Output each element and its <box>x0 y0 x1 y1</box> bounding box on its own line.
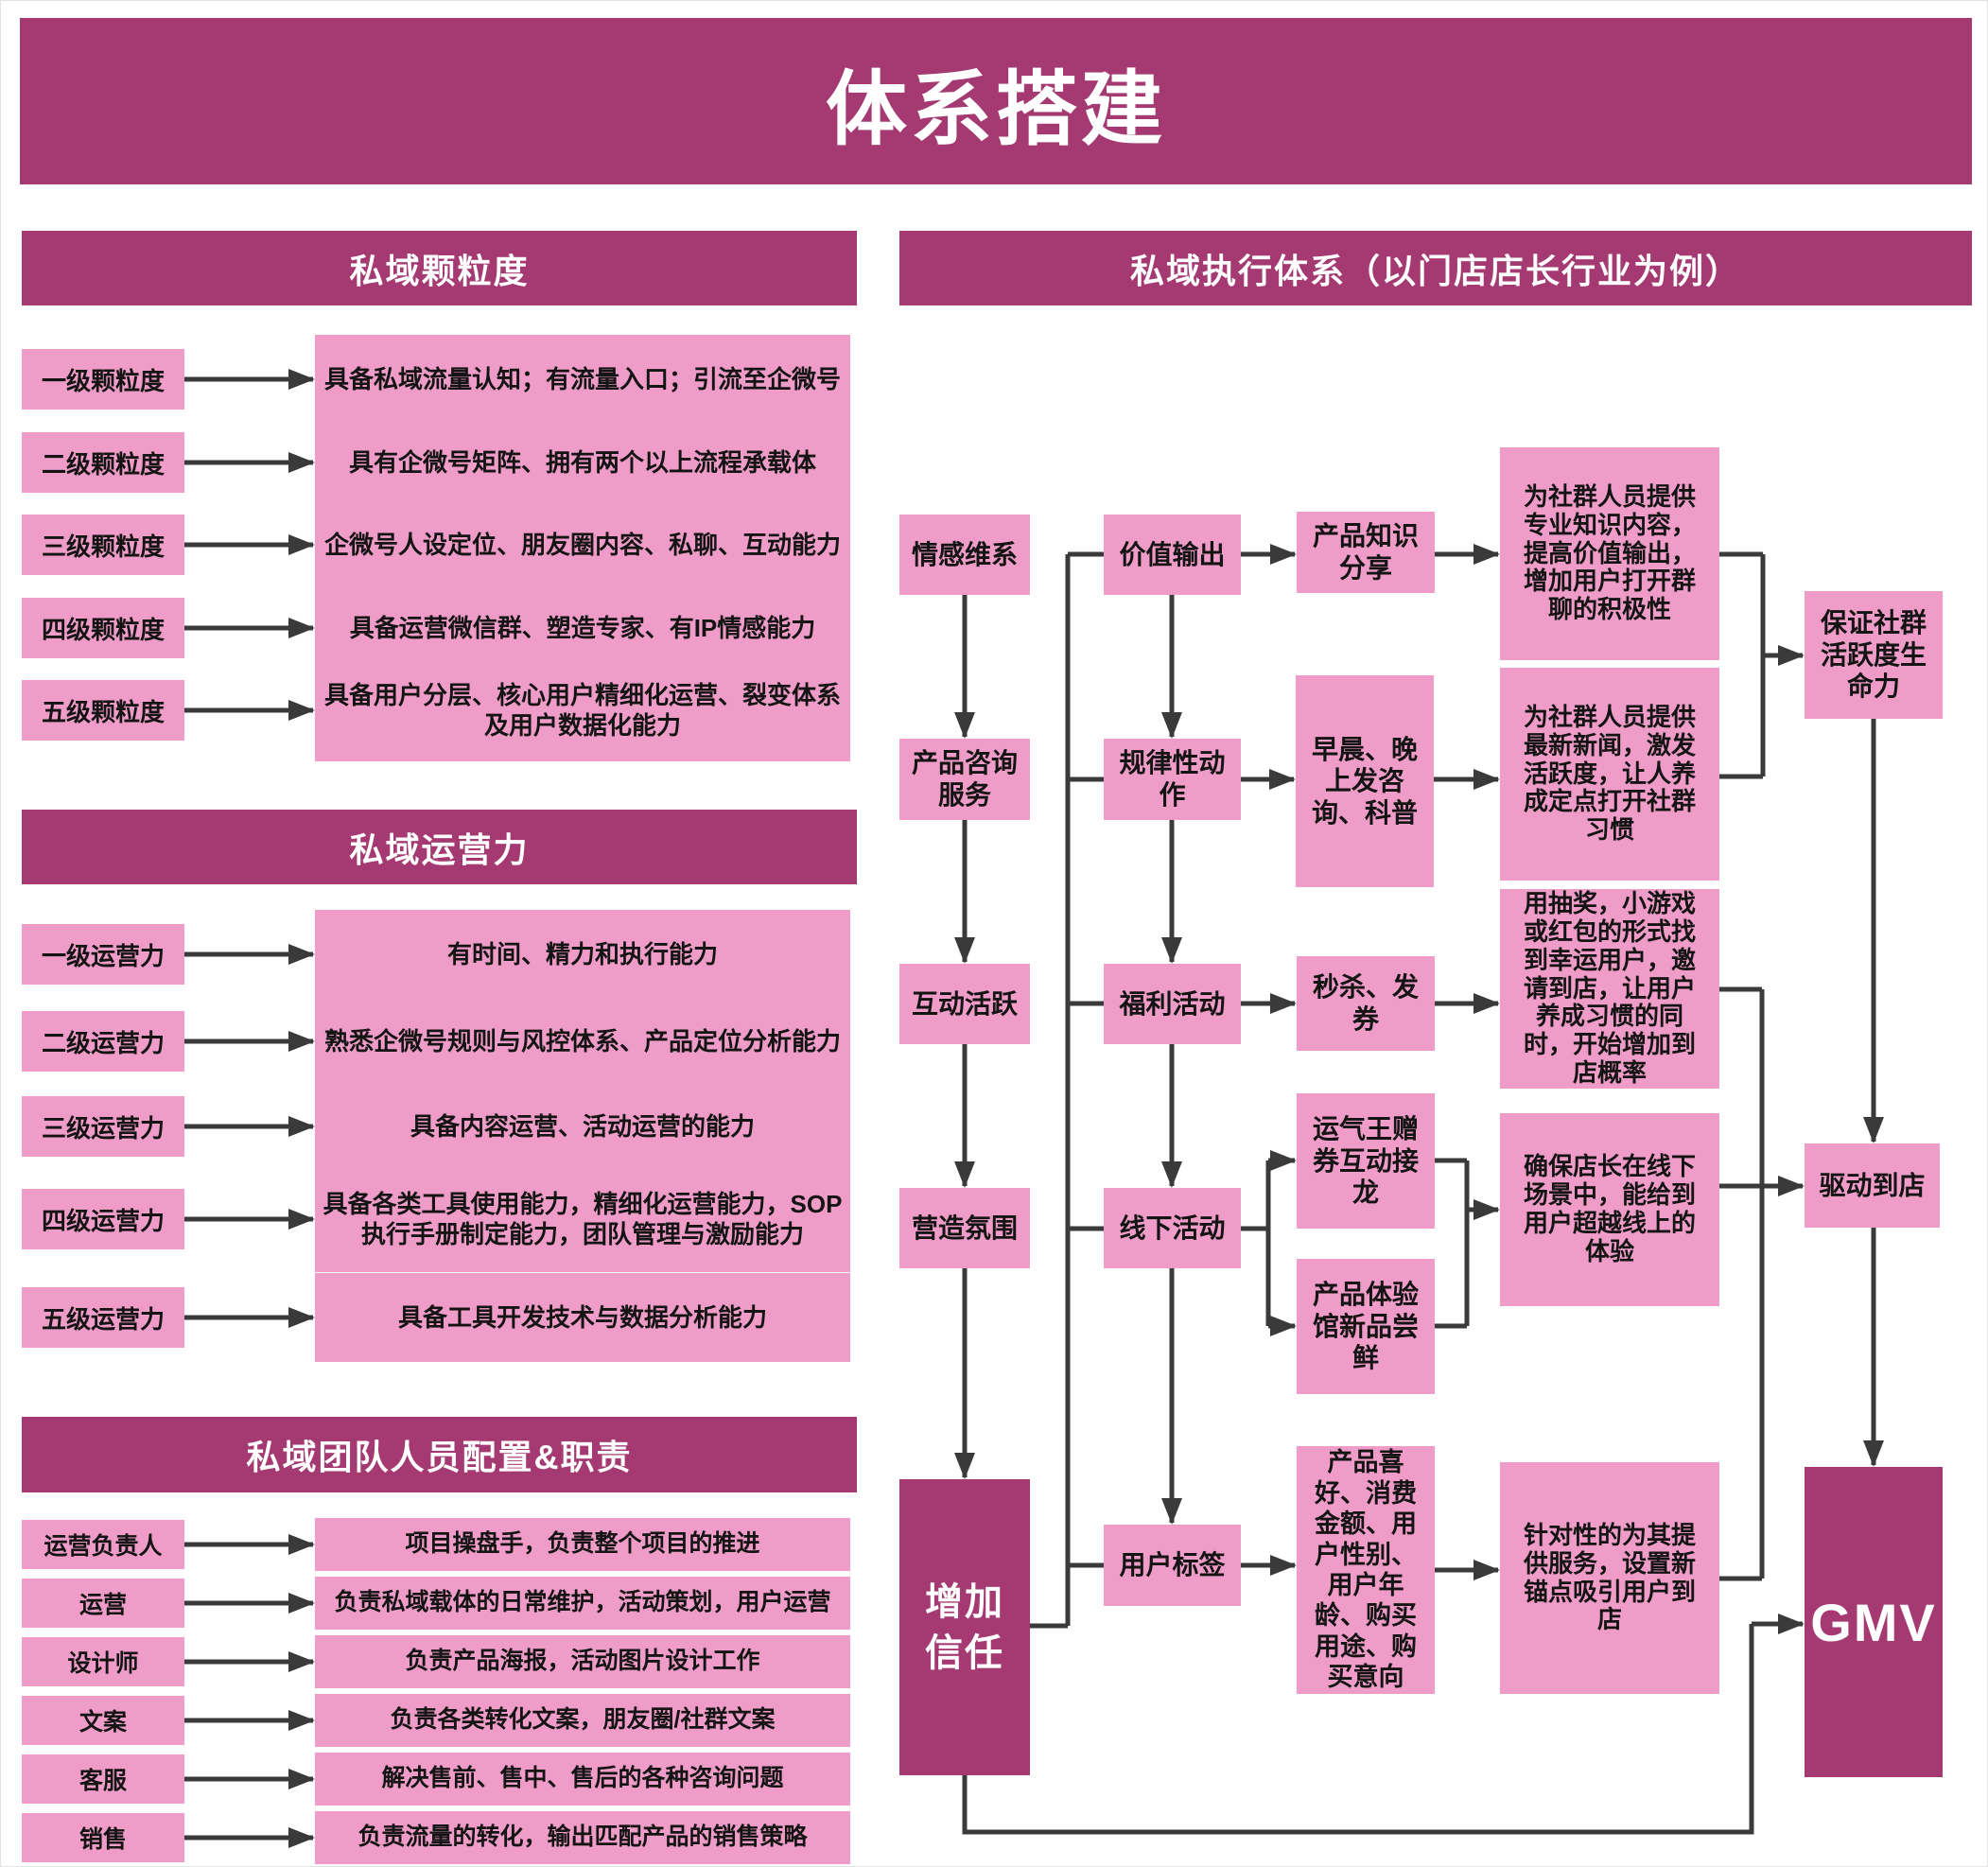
flow-node-increase-trust: 增加 信任 <box>899 1479 1030 1775</box>
operation-level-label: 四级运营力 <box>22 1189 184 1249</box>
flow-node-lucky-king: 运气王赠券互动接龙 <box>1297 1093 1435 1229</box>
page-title: 体系搭建 <box>20 18 1972 184</box>
granularity-level-desc: 具备运营微信群、塑造专家、有IP情感能力 <box>315 584 850 672</box>
operation-level-label: 一级运营力 <box>22 924 184 985</box>
operation-level-label: 三级运营力 <box>22 1096 184 1157</box>
team-role-desc: 负责私域载体的日常维护，活动策划，用户运营 <box>315 1577 850 1630</box>
flow-node-desc-targeted-service: 针对性的为其提供服务，设置新锚点吸引用户到店 <box>1500 1462 1719 1694</box>
operation-level-desc: 具备工具开发技术与数据分析能力 <box>315 1273 850 1362</box>
flow-node-desc-lottery: 用抽奖，小游戏或红包的形式找到幸运用户，邀请到店，让用户养成习惯的同时，开始增加… <box>1500 889 1719 1089</box>
granularity-level-label: 五级颗粒度 <box>22 680 184 741</box>
team-role-desc: 负责各类转化文案，朋友圈/社群文案 <box>315 1694 850 1747</box>
operation-level-desc: 有时间、精力和执行能力 <box>315 910 850 999</box>
flow-node-emotion: 情感维系 <box>899 515 1030 595</box>
flow-node-welfare-activity: 福利活动 <box>1104 964 1241 1044</box>
flow-node-interaction: 互动活跃 <box>899 964 1030 1044</box>
team-role-label: 设计师 <box>22 1637 184 1686</box>
team-role-label: 文案 <box>22 1696 184 1745</box>
team-role-desc: 解决售前、售中、售后的各种咨询问题 <box>315 1753 850 1806</box>
team-role-desc: 负责流量的转化，输出匹配产品的销售策略 <box>315 1811 850 1864</box>
operation-level-label: 五级运营力 <box>22 1287 184 1348</box>
operation-level-desc: 具备内容运营、活动运营的能力 <box>315 1082 850 1171</box>
flow-node-atmosphere: 营造氛围 <box>899 1188 1030 1268</box>
granularity-level-desc: 具有企微号矩阵、拥有两个以上流程承载体 <box>315 418 850 507</box>
flow-node-product-consult: 产品咨询服务 <box>899 739 1030 820</box>
team-role-label: 运营负责人 <box>22 1520 184 1569</box>
flow-node-desc-knowledge: 为社群人员提供专业知识内容，提高价值输出，增加用户打开群聊的积极性 <box>1500 447 1719 660</box>
team-role-label: 运营 <box>22 1579 184 1628</box>
section-header-team: 私域团队人员配置&职责 <box>22 1417 857 1492</box>
team-role-label: 销售 <box>22 1813 184 1862</box>
section-header-execution: 私域执行体系（以门店店长行业为例） <box>899 231 1972 305</box>
section-header-operation: 私域运营力 <box>22 810 857 884</box>
granularity-level-desc: 具备用户分层、核心用户精细化运营、裂变体系及用户数据化能力 <box>315 659 850 761</box>
flow-node-user-tag: 用户标签 <box>1104 1525 1241 1606</box>
granularity-level-label: 二级颗粒度 <box>22 432 184 493</box>
flow-node-desc-news: 为社群人员提供最新新闻，激发活跃度，让人养成定点打开社群习惯 <box>1500 668 1719 881</box>
flow-node-value-output: 价值输出 <box>1104 515 1241 595</box>
granularity-level-label: 三级颗粒度 <box>22 515 184 575</box>
team-role-desc: 负责产品海报，活动图片设计工作 <box>315 1635 850 1688</box>
operation-level-desc: 熟悉企微号规则与风控体系、产品定位分析能力 <box>315 997 850 1086</box>
granularity-level-label: 四级颗粒度 <box>22 598 184 658</box>
flow-node-knowledge-share: 产品知识分享 <box>1297 512 1435 593</box>
flow-node-desc-offline-experience: 确保店长在线下场景中，能给到用户超越线上的体验 <box>1500 1113 1719 1306</box>
flow-node-gmv: GMV <box>1805 1467 1943 1777</box>
flow-node-regular-action: 规律性动作 <box>1104 739 1241 820</box>
granularity-level-desc: 企微号人设定位、朋友圈内容、私聊、互动能力 <box>315 500 850 589</box>
granularity-level-desc: 具备私域流量认知；有流量入口；引流至企微号 <box>315 335 850 424</box>
section-header-granularity: 私域颗粒度 <box>22 231 857 305</box>
flow-node-experience-hall: 产品体验馆新品尝鲜 <box>1297 1259 1435 1394</box>
flow-node-flash-sale: 秒杀、发券 <box>1297 956 1435 1051</box>
flow-node-morning-evening: 早晨、晚上发咨询、科普 <box>1296 675 1434 887</box>
flow-node-community-vitality: 保证社群活跃度生命力 <box>1805 591 1943 719</box>
operation-level-label: 二级运营力 <box>22 1011 184 1072</box>
team-role-label: 客服 <box>22 1754 184 1804</box>
flow-node-user-profile: 产品喜好、消费金额、用户性别、用户年龄、购买用途、购买意向 <box>1297 1446 1435 1694</box>
team-role-desc: 项目操盘手，负责整个项目的推进 <box>315 1518 850 1571</box>
flow-node-drive-to-store: 驱动到店 <box>1805 1143 1940 1228</box>
flow-node-offline-activity: 线下活动 <box>1104 1188 1241 1268</box>
granularity-level-label: 一级颗粒度 <box>22 349 184 410</box>
operation-level-desc: 具备各类工具使用能力，精细化运营能力，SOP执行手册制定能力，团队管理与激励能力 <box>315 1166 850 1272</box>
